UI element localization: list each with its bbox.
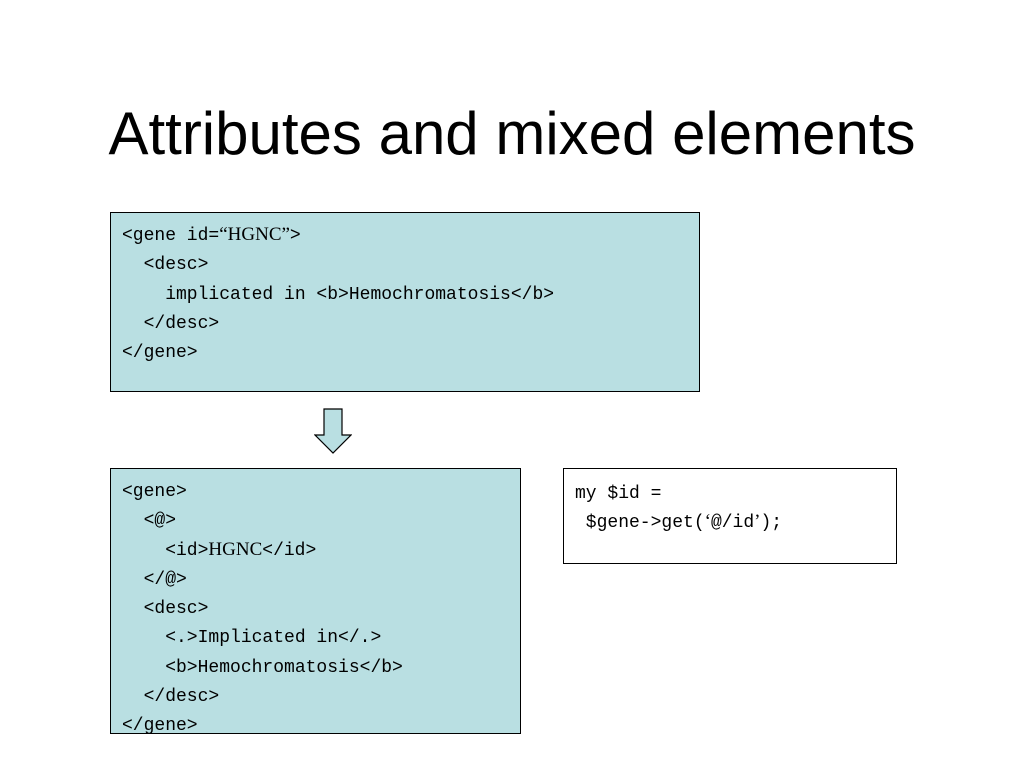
xml-original-box: <gene id=“HGNC”> <desc> implicated in <b… (110, 212, 700, 392)
code-line: $gene->get(‘@/id’); (575, 508, 885, 537)
code-line: my $id = (575, 479, 885, 508)
code-line: <.>Implicated in</.> (122, 623, 509, 652)
code-line: <desc> (122, 594, 509, 623)
perl-code-box: my $id = $gene->get(‘@/id’); (563, 468, 897, 564)
code-segment: my $id = (575, 484, 662, 504)
code-line: <id>HGNC</id> (122, 536, 509, 565)
down-arrow-icon (314, 408, 352, 454)
code-segment: <id> (122, 540, 209, 561)
down-arrow-shape (314, 408, 352, 454)
code-segment: </@> (122, 569, 187, 590)
code-line: </desc> (122, 682, 509, 711)
code-segment: <@> (122, 511, 177, 532)
xml-transformed-box: <gene> <@> <id>HGNC</id> </@> <desc> <.>… (110, 468, 521, 734)
code-line: </desc> (122, 309, 688, 338)
code-segment: <desc> (122, 255, 209, 276)
code-segment: <.>Implicated in</.> (122, 628, 382, 649)
code-segment: “HGNC” (219, 224, 290, 245)
code-line: implicated in <b>Hemochromatosis</b> (122, 280, 688, 309)
code-segment: <b>Hemochromatosis</b> (122, 657, 403, 678)
code-segment: implicated in <b>Hemochromatosis</b> (122, 284, 555, 305)
code-line: <desc> (122, 250, 688, 279)
code-line: </gene> (122, 711, 509, 734)
code-segment: > (289, 226, 301, 246)
code-segment: </desc> (122, 313, 220, 334)
code-line: </gene> (122, 338, 688, 367)
code-segment: ‘ (704, 511, 711, 533)
code-segment: </gene> (122, 343, 198, 364)
code-segment: HGNC (208, 538, 263, 560)
code-line: <gene id=“HGNC”> (122, 221, 688, 250)
code-segment: ’ (754, 511, 761, 533)
code-segment: <gene> (122, 482, 187, 502)
code-line: </@> (122, 565, 509, 594)
code-segment: @/id (710, 513, 755, 534)
code-line: <@> (122, 506, 509, 535)
code-segment: </gene> (122, 716, 198, 734)
code-line: <gene> (122, 477, 509, 506)
code-segment: <gene id= (122, 226, 220, 246)
code-segment: <desc> (122, 599, 209, 620)
code-segment: ); (760, 513, 783, 534)
code-line: <b>Hemochromatosis</b> (122, 653, 509, 682)
code-segment: </id> (262, 540, 317, 561)
slide-title: Attributes and mixed elements (108, 100, 916, 167)
code-segment: $gene->get( (575, 513, 705, 534)
code-segment: </desc> (122, 687, 220, 708)
